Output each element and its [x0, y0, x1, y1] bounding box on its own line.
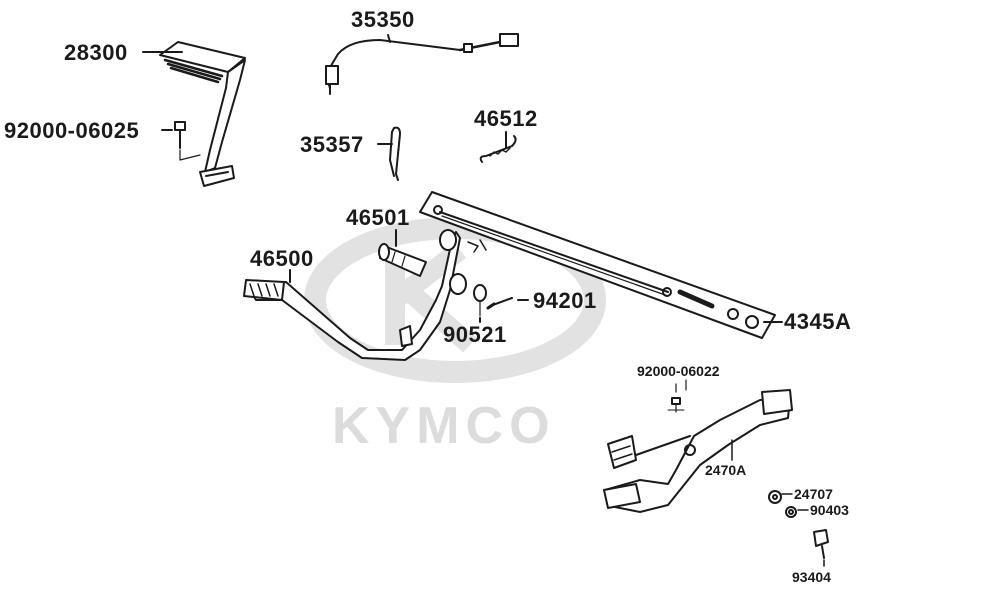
brake-pedal-2470A-drawing — [603, 389, 793, 513]
bolt-93404-drawing — [813, 529, 829, 559]
spring-46512-drawing — [479, 135, 517, 163]
kick-starter-arm-drawing — [159, 41, 246, 187]
washers-drawing — [768, 490, 797, 518]
part-label-94201: 94201 — [533, 288, 597, 313]
part-label-4345A: 4345A — [784, 309, 852, 334]
part-label-46500: 46500 — [250, 246, 314, 271]
bolt-06025-drawing — [174, 121, 201, 161]
part-label-90403: 90403 — [810, 502, 849, 518]
part-label-35350: 35350 — [351, 7, 415, 32]
part-label-24707: 24707 — [794, 486, 833, 502]
kick-lever-46500-drawing — [243, 229, 467, 361]
part-label-35357: 35357 — [300, 132, 364, 157]
part-label-46501: 46501 — [346, 205, 410, 230]
plate-rod-4345A-drawing — [419, 191, 776, 339]
shaft-46501-drawing — [378, 243, 427, 277]
bolt-06022-drawing — [667, 383, 685, 413]
part-label-46512: 46512 — [474, 106, 538, 131]
leader-lines — [142, 34, 825, 567]
oring-pin-drawing — [473, 284, 513, 317]
part-label-92000-06025: 92000-06025 — [4, 118, 140, 143]
spring-35357-drawing — [389, 126, 401, 181]
part-label-2470A: 2470A — [705, 462, 747, 478]
part-label-28300: 28300 — [64, 40, 128, 65]
switch-cable-drawing — [325, 33, 519, 95]
part-label-93404: 93404 — [792, 569, 831, 585]
part-label-90521: 90521 — [443, 322, 507, 347]
watermark-brand-text: KYMCO — [332, 397, 556, 455]
part-label-92000-06022: 92000-06022 — [637, 363, 720, 379]
